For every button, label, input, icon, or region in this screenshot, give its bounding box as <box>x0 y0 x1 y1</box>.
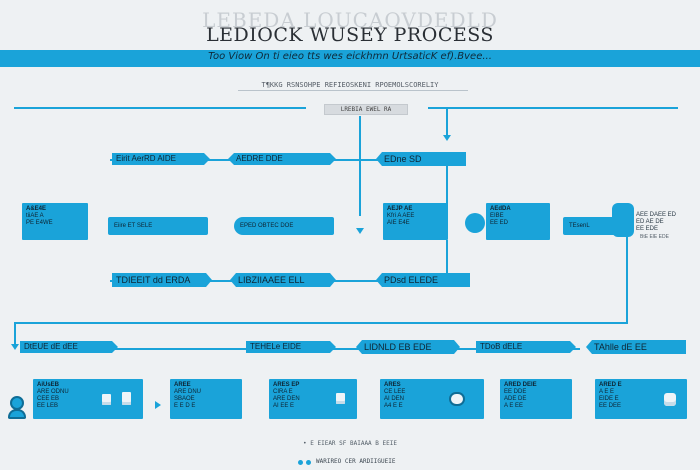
subtitle-line: T¶KKG RSNSOHPE REFIEOSKENI RPOEMOLSCOREL… <box>261 81 439 89</box>
footer-top-text: • E EIEAR SF BAIAAA B EEIE <box>303 440 397 447</box>
row4-left-drop <box>14 322 16 344</box>
card-line: EE DEE <box>599 403 622 409</box>
row4-tag-4: TDoB dELE <box>476 341 576 353</box>
note-line: AEE DAEE ED <box>636 212 677 218</box>
card-header: ARED E <box>599 382 622 388</box>
card-line: Kfri A AEE <box>387 213 415 219</box>
right-arrow <box>443 135 451 141</box>
center-arrow <box>356 228 364 234</box>
note-line: EE EDE <box>636 226 659 232</box>
bottom-card-2: AREE ARE DNU SBAOE E E D E <box>170 379 242 419</box>
card-line: tiiAE A <box>26 213 44 219</box>
connector-circle <box>465 213 485 233</box>
user-body-icon <box>8 409 26 419</box>
right-bottom-note: BtE ElE EDE <box>640 234 669 240</box>
card-line: EE ED <box>490 220 509 226</box>
database-icon <box>664 393 676 406</box>
subtitle-underline <box>238 90 468 91</box>
row4-tag-2: TEHELe EIDE <box>246 341 336 353</box>
row4-tag-5: TAhlle dE EE <box>586 340 686 354</box>
ghost-title: LEBEDA LOUCAOVDEDLD <box>202 8 498 32</box>
document-icon <box>336 393 345 404</box>
card-line: AI EE E <box>273 403 295 409</box>
far-right-down <box>626 237 628 323</box>
card-header: A&E4E <box>26 206 47 212</box>
row1-tag-1: Eirit AerRD AIDE <box>112 153 210 165</box>
card-line: AIE E4E <box>387 220 410 226</box>
note-line: ED AE DE <box>636 219 664 225</box>
card-line: EE DDE <box>504 389 527 395</box>
card-header: AREE <box>174 382 191 388</box>
row3-tag-1: TDIEEIT dd ERDA <box>112 273 212 287</box>
page-title: LEDIOCK WUSEY PROCESS <box>206 24 494 46</box>
card-line: A E EE <box>504 403 524 409</box>
row1-tag-2: AEDRE DDE <box>228 153 336 165</box>
row2-far-right: TEsenL <box>563 217 617 235</box>
right-note: AEE DAEE ED ED AE DE EE EDE <box>636 212 676 233</box>
right-connector <box>446 107 448 137</box>
card-line: EE LEB <box>37 403 59 409</box>
row2-right-down <box>446 240 448 274</box>
user-avatar-icon <box>10 396 24 410</box>
footer-bottom-text: WARIREO CER ARDIIGUEIE <box>316 458 396 465</box>
card-line: CIRA E <box>273 389 293 395</box>
footer-dot-icon <box>298 460 303 465</box>
row2-right-card-b: AEdDA EIBE EE ED <box>486 203 550 240</box>
document-icon <box>102 394 111 405</box>
card-line: E E D E <box>174 403 196 409</box>
card-header: AEdDA <box>490 206 511 212</box>
card-line: EIDE E <box>599 396 619 402</box>
row2-mid-center: EPED OBTEC DOE <box>234 217 334 235</box>
card-line: AI DEN <box>384 396 405 402</box>
top-left-line <box>14 107 306 109</box>
bottom-card-5: ARED DEIE EE DDE ADE DE A E EE <box>500 379 572 419</box>
row4-tag-3: LIDNLD EB EDE <box>356 340 460 354</box>
row2-left-card: A&E4E tiiAE A PE E4WE <box>22 203 88 240</box>
card-header: ARES EP <box>273 382 300 388</box>
document-icon <box>122 392 131 405</box>
card-line: SBAOE <box>174 396 195 402</box>
row2-mid-left: Eiire ET SELE <box>108 217 208 235</box>
card-line: CEE EB <box>37 396 60 402</box>
card-line: ARE DNU <box>174 389 202 395</box>
card-line: A4 E E <box>384 403 403 409</box>
row4-tag-1: DtEUE dE dEE <box>20 341 118 353</box>
title-banner <box>0 50 700 67</box>
bottom-card-4: ARES CE LEE AI DEN A4 E E <box>380 379 484 419</box>
flow-arrow-icon <box>155 401 161 409</box>
card-header: ARES <box>384 382 401 388</box>
card-line: EIBE <box>490 213 504 219</box>
row3-tag-2: LIBZIIAAEE ELL <box>230 273 336 287</box>
card-line: ARE DEN <box>273 396 300 402</box>
card-line: ADE DE <box>504 396 527 402</box>
row2-right-card-a: AEJP AE Kfri A AEE AIE E4E <box>383 203 448 240</box>
row4-left-arrow <box>11 344 19 350</box>
center-label: LREBIA EWEL RA <box>324 104 408 115</box>
row4-bracket-line <box>14 322 628 324</box>
card-line: PE E4WE <box>26 220 53 226</box>
card-header: AiUsEB <box>37 382 60 388</box>
card-line: A E E <box>599 389 615 395</box>
device-icon <box>612 203 634 237</box>
banner-text: Too Viow On ti eieo tts wes eickhmn Urts… <box>208 51 492 62</box>
card-line: CE LEE <box>384 389 406 395</box>
right-connector-2 <box>446 166 448 206</box>
footer-dot-icon <box>306 460 311 465</box>
top-right-line <box>428 107 678 109</box>
card-header: AEJP AE <box>387 206 413 212</box>
card-line: ARE ODNU <box>37 389 69 395</box>
card-header: ARED DEIE <box>504 382 537 388</box>
row3-tag-3: PDsd ELEDE <box>376 273 470 287</box>
row1-tag-3: EDne SD <box>376 152 466 166</box>
center-connector <box>359 116 361 216</box>
cloud-icon <box>449 392 465 406</box>
